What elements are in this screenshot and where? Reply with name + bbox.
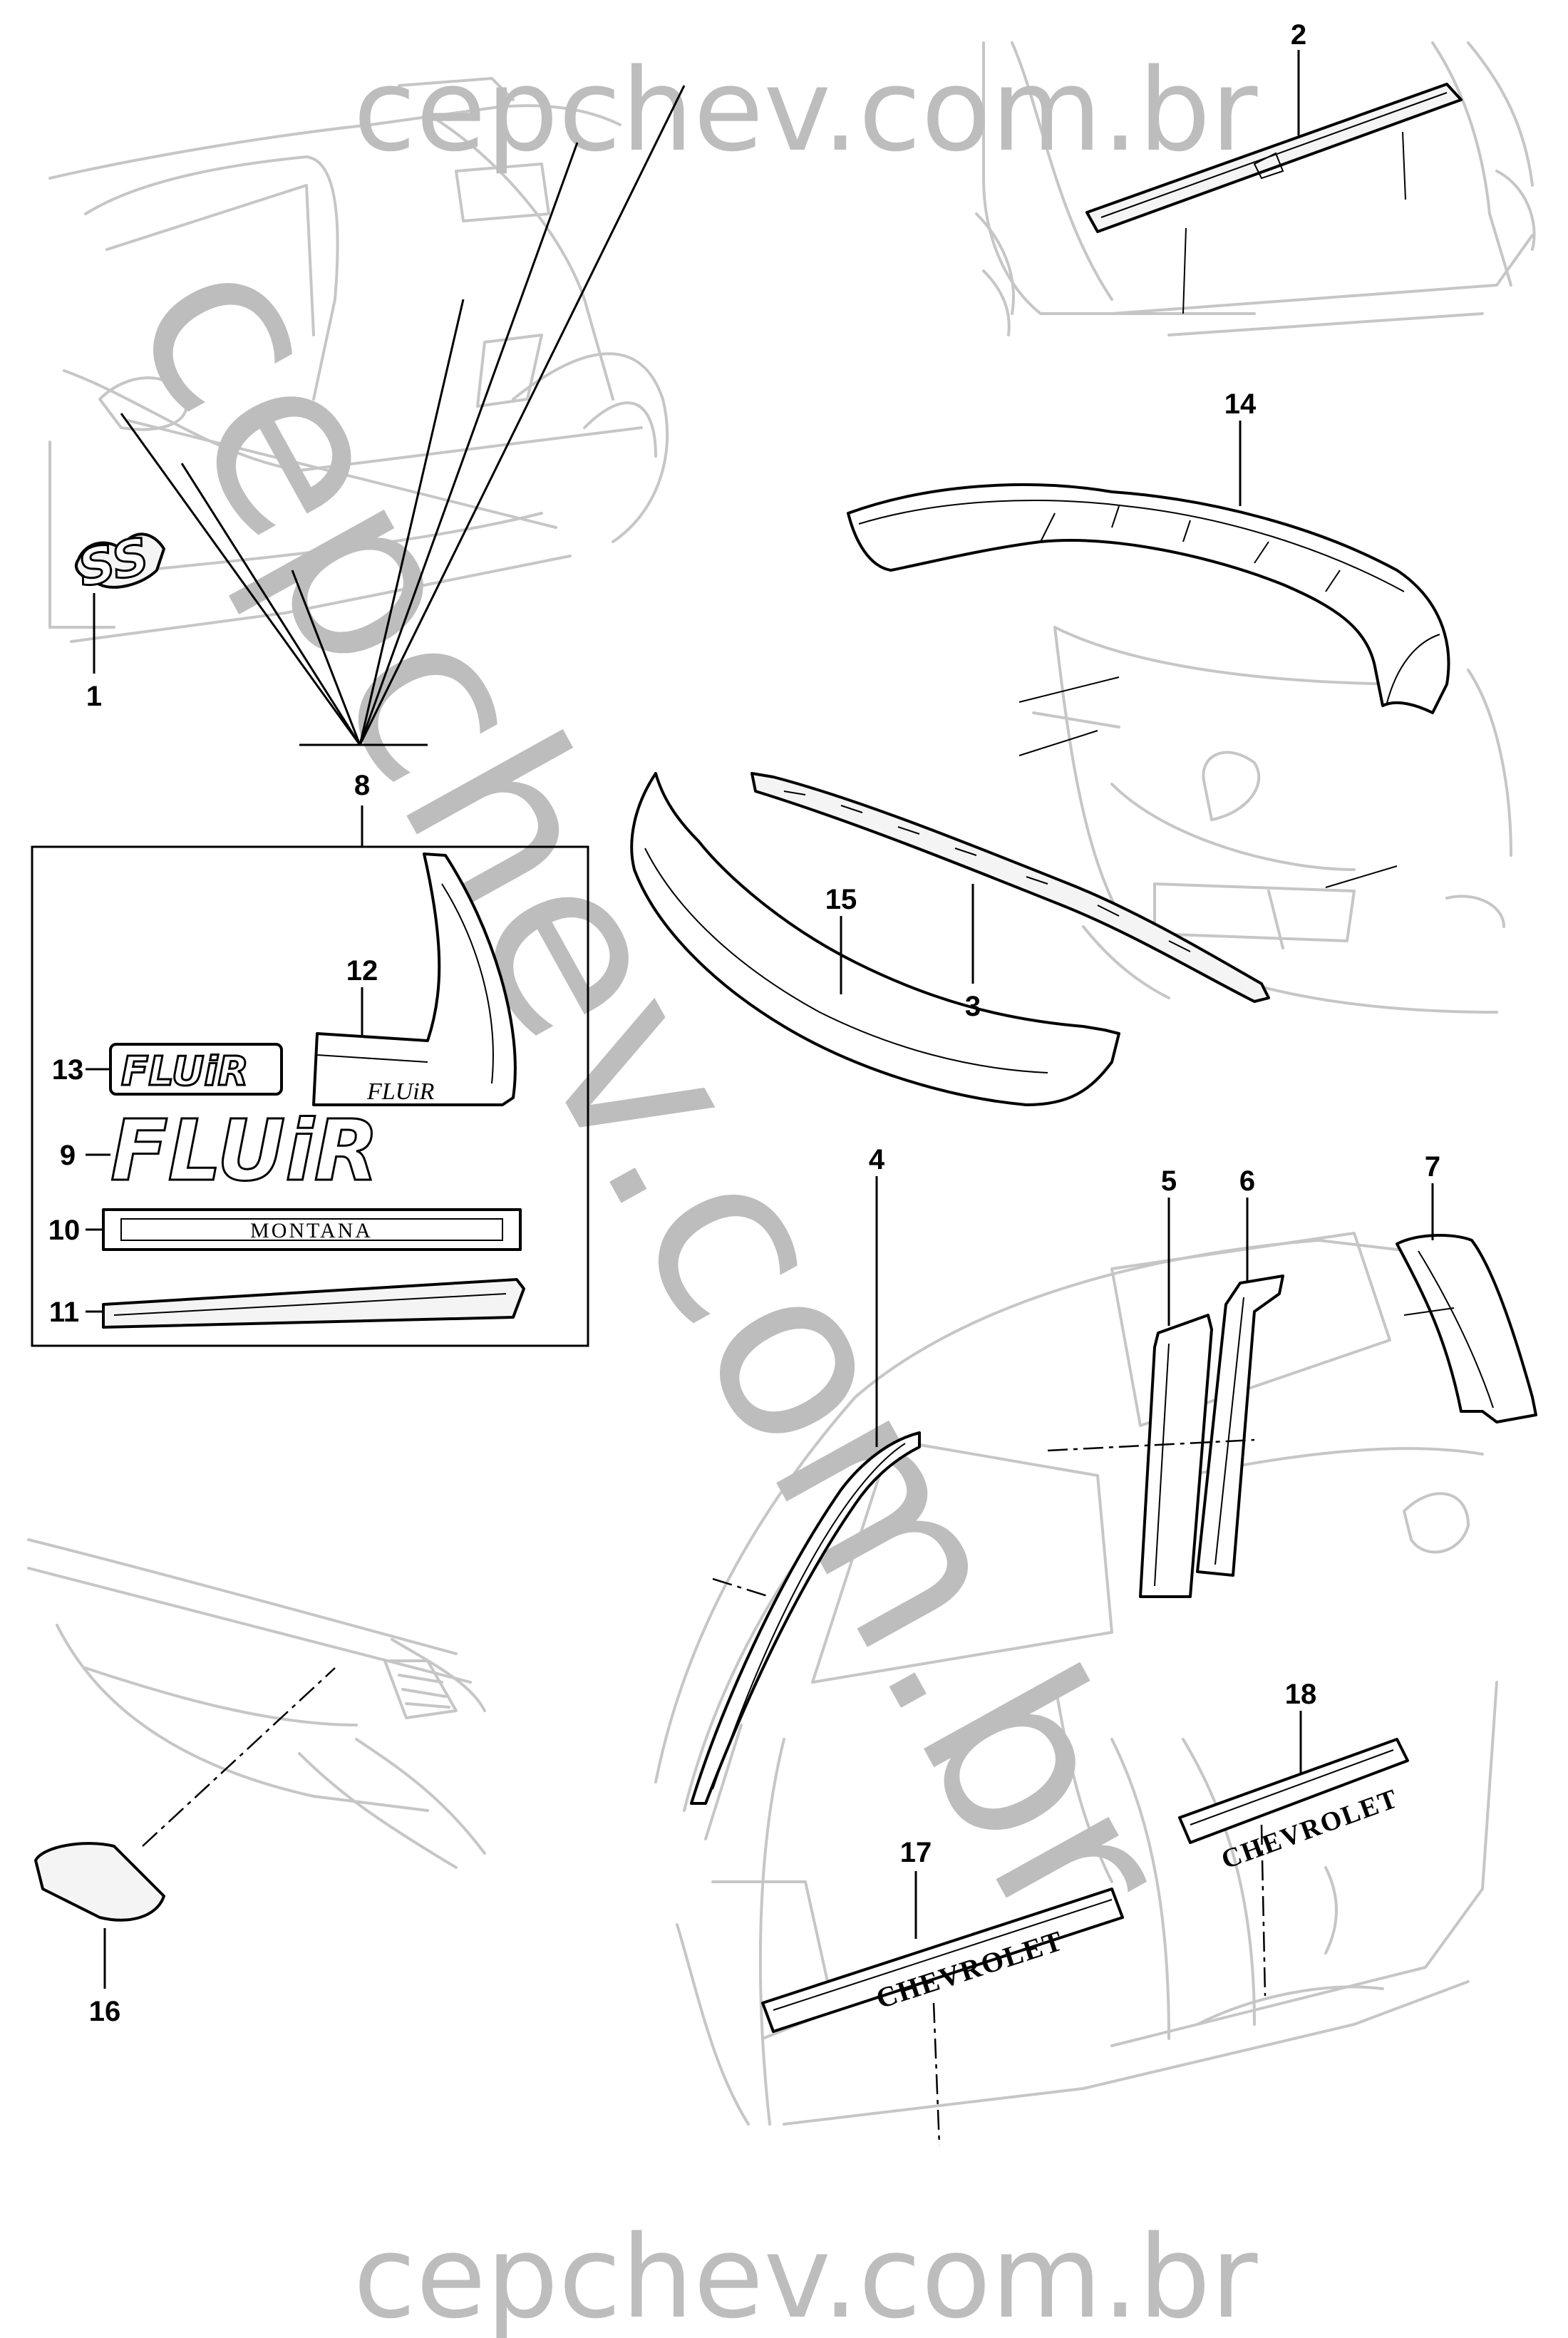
callout-14: 14 — [1224, 388, 1257, 420]
car-dash-sketch-bottom-left — [27, 1538, 486, 1869]
side-molding-strip — [102, 1278, 525, 1329]
rear-door-frame-trim — [1396, 1234, 1537, 1423]
callout-2: 2 — [1291, 19, 1306, 51]
chevrolet-sill-plate-front: CHEVROLET — [761, 1888, 1124, 2033]
chevrolet-sill-plate-rear: CHEVROLET — [1178, 1738, 1409, 1875]
fluir-rear-quarter-decal: FLUiR — [312, 853, 517, 1106]
ss-emblem-rear: SS — [72, 525, 165, 599]
svg-text:MONTANA: MONTANA — [250, 1219, 373, 1242]
watermark-top: cepchev.com.br — [354, 43, 1258, 177]
callout-18: 18 — [1285, 1679, 1317, 1710]
montana-strip: MONTANA — [102, 1208, 522, 1251]
svg-text:FLUiR: FLUiR — [121, 1049, 249, 1095]
b-pillar-trim-5 — [1139, 1314, 1213, 1598]
car-side-sketch-top-left — [48, 77, 669, 643]
callout-10: 10 — [48, 1215, 81, 1246]
callout-17: 17 — [900, 1837, 932, 1868]
callout-9: 9 — [60, 1140, 76, 1171]
group-8-box — [31, 845, 589, 1347]
svg-text:FLUiR: FLUiR — [110, 1101, 378, 1200]
callout-4: 4 — [869, 1144, 885, 1175]
callout-5: 5 — [1161, 1165, 1177, 1197]
callout-6: 6 — [1239, 1165, 1255, 1197]
callout-15: 15 — [825, 884, 857, 915]
callout-12: 12 — [346, 955, 378, 987]
svg-text:FLUiR: FLUiR — [366, 1078, 435, 1105]
callout-11: 11 — [49, 1297, 79, 1328]
leader-lines-group-8 — [120, 85, 686, 746]
car-side-doors-sketch-bottom-right — [654, 1232, 1498, 2126]
front-molding-strip — [751, 772, 1270, 1003]
front-lip-spoiler — [630, 772, 1120, 1106]
b-pillar-trim-6 — [1196, 1274, 1284, 1577]
door-sill-plate — [1085, 83, 1463, 233]
svg-text:SS: SS — [73, 527, 154, 599]
rear-spoiler — [847, 483, 1450, 714]
callout-13: 13 — [52, 1054, 84, 1086]
front-door-frame-trim — [690, 1431, 921, 1805]
fluir-large-emblem: FLUiR — [110, 1101, 380, 1201]
callout-1: 1 — [86, 681, 102, 712]
ss-emblem-dash: SS — [34, 1842, 165, 1922]
callout-16: 16 — [89, 1996, 121, 2027]
car-door-sill-sketch-top-right — [975, 41, 1536, 336]
fluir-small-emblem: FLUiR — [109, 1043, 283, 1096]
callout-3: 3 — [965, 991, 981, 1022]
callout-8: 8 — [354, 770, 370, 801]
watermark-bottom: cepchev.com.br — [354, 2210, 1258, 2338]
callout-7: 7 — [1425, 1151, 1440, 1183]
